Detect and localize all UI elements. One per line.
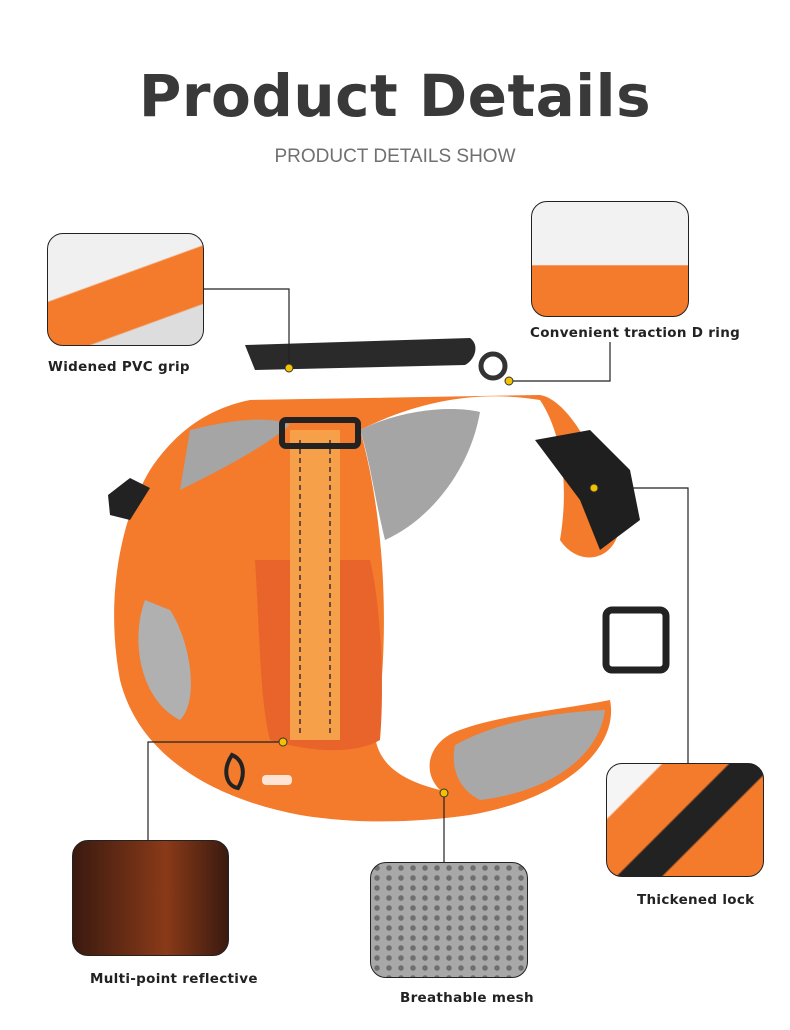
callout-dots <box>278 363 599 798</box>
d-ring-detail-image <box>531 201 689 317</box>
lock-detail-image <box>606 763 764 877</box>
page-title: Product Details <box>138 62 652 130</box>
grip-callout-dot <box>284 363 294 373</box>
reflective-label: Multi-point reflective <box>90 971 258 987</box>
reflective-detail-image <box>72 840 229 956</box>
page-subtitle: PRODUCT DETAILS SHOW <box>274 146 516 167</box>
lock-label: Thickened lock <box>637 892 755 908</box>
callout-lines <box>147 288 689 862</box>
mesh-detail-image <box>370 862 528 978</box>
d-ring-callout-dot <box>504 376 514 386</box>
grip-detail-image <box>47 233 204 346</box>
harness-image <box>108 338 670 822</box>
grip-label: Widened PVC grip <box>48 359 190 375</box>
mesh-label: Breathable mesh <box>400 990 534 1006</box>
lock-callout-dot <box>589 483 599 493</box>
mesh-callout-dot <box>439 788 449 798</box>
reflective-callout-dot <box>278 737 288 747</box>
d-ring-label: Convenient traction D ring <box>530 325 741 341</box>
